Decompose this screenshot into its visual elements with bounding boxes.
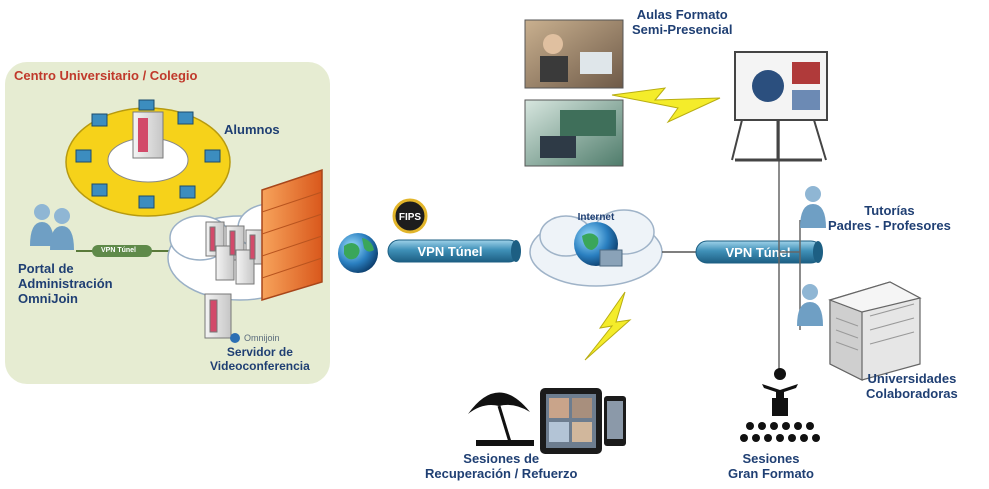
vpn-tunnel-left-label: VPN Túnel [417,244,482,259]
server-stack-icon [205,221,265,285]
classroom-photo-1 [524,19,624,89]
universities-label: Universidades Colaboradoras [866,371,958,402]
tutor-user-icon [800,186,826,228]
tutoring-line-2: Padres - Profesores [828,217,951,233]
omnijoin-logo: Omnijoin [244,333,280,343]
admin-portal-line-1: Portal de [18,261,74,276]
universities-line-2: Colaboradoras [866,385,958,401]
internet-globe-icon [574,222,623,267]
admin-users-icon [30,204,74,250]
firewall-icon [261,168,323,302]
tutoring-label: Tutorías Padres - Profesores [828,203,951,234]
vpn-tunnel-right [662,240,823,264]
fips-badge-icon [392,198,428,234]
tutoring-line-1: Tutorías [864,203,915,218]
internet-label: Internet [578,212,615,223]
videoconference-server-icon [204,293,232,339]
campus-title: Centro Universitario / Colegio [14,68,198,83]
classroom-label: Aulas Formato Semi-Presencial [632,7,733,38]
recovery-sessions-label: Sesiones de Recuperación / Refuerzo [425,451,578,482]
videoconference-server-line-2: Videoconferencia [210,358,310,373]
videoconference-server-line-1: Servidor de [226,345,293,359]
globe-icon [338,233,378,273]
university-user-icon [797,284,823,326]
vpn-tunnel-left [387,239,521,263]
fips-badge: FIPS [399,212,422,223]
large-format-sessions-label: Sesiones Gran Formato [728,451,814,482]
recovery-sessions-line-1: Sesiones de [463,451,540,466]
tablet-videocall-icon [540,388,626,454]
large-format-sessions-line-2: Gran Formato [728,465,814,481]
admin-portal-line-3: OmniJoin [18,290,78,306]
student-monitor-icons [75,99,221,209]
classroom-line-2: Semi-Presencial [632,21,733,37]
videoconference-server-label: Servidor de Videoconferencia [210,345,310,374]
university-server-icon [828,281,922,381]
universities-line-1: Universidades [867,371,957,386]
beach-umbrella-icon [468,392,534,446]
classroom-photo-2 [524,99,624,167]
students-label: Alumnos [224,122,280,137]
classroom-line-1: Aulas Formato [636,7,728,22]
audience-presenter-icon [740,368,820,442]
lightning-bolt-top-icon [611,87,721,124]
interactive-whiteboard-icon [731,51,828,162]
vpn-tunnel-right-label: VPN Túnel [725,245,790,260]
recovery-sessions-line-2: Recuperación / Refuerzo [425,465,578,481]
lightning-bolt-bottom-icon [584,291,632,361]
large-format-sessions-line-1: Sesiones [742,451,800,466]
omnijoin-logo-icon [230,333,240,343]
admin-portal-line-2: Administración [18,275,113,291]
connection-lines [778,110,801,370]
admin-portal-label: Portal de Administración OmniJoin [18,261,113,307]
campus-vpn-tunnel-label: VPN Túnel [101,247,137,254]
